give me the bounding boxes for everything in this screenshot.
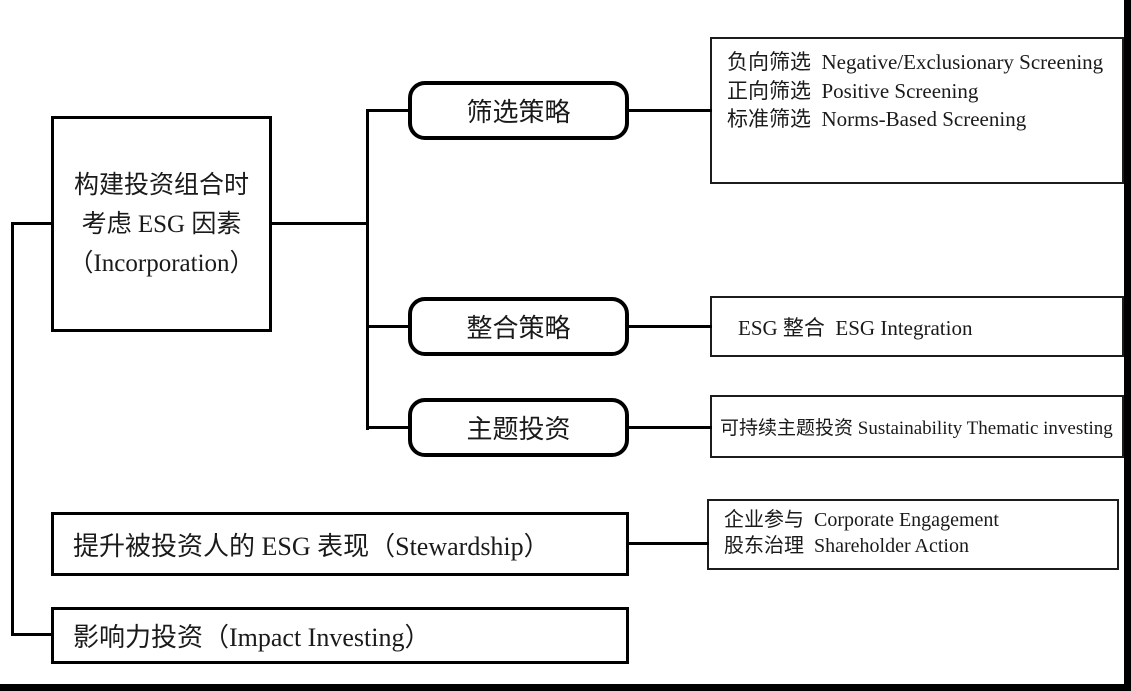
node-integration-strategy: 整合策略 — [408, 297, 629, 356]
connector-branch-to-thematic — [366, 426, 410, 429]
node-esg-incorporation-line2: 考虑 ESG 因素 — [81, 210, 242, 238]
node-thematic-strategy: 主题投资 — [408, 398, 629, 457]
node-stewardship-label: 提升被投资人的 ESG 表现（Stewardship） — [73, 531, 550, 561]
connector-branch-vertical — [366, 109, 369, 430]
node-stewardship-detail: 企业参与 Corporate Engagement 股东治理 Sharehold… — [707, 499, 1119, 570]
node-screening-detail-line3: 标准筛选 Norms-Based Screening — [727, 107, 1027, 131]
node-integration-detail-line1: ESG 整合 ESG Integration — [738, 315, 973, 340]
node-stewardship-detail-line2: 股东治理 Shareholder Action — [724, 535, 969, 557]
connector-branch-to-integration — [366, 325, 410, 328]
node-screening-detail-line2: 正向筛选 Positive Screening — [727, 78, 979, 103]
connector-incorporation-to-branch — [270, 222, 369, 225]
page-bottom-border — [0, 684, 1131, 691]
node-esg-incorporation: 构建投资组合时 考虑 ESG 因素 （Incorporation） — [51, 116, 272, 332]
node-stewardship: 提升被投资人的 ESG 表现（Stewardship） — [51, 512, 629, 576]
node-esg-incorporation-line3: （Incorporation） — [68, 249, 255, 277]
page-right-border — [1124, 0, 1131, 691]
node-impact-investing: 影响力投资（Impact Investing） — [51, 607, 629, 664]
node-thematic-detail: 可持续主题投资 Sustainability Thematic investin… — [710, 395, 1124, 458]
node-impact-investing-label: 影响力投资（Impact Investing） — [73, 623, 431, 652]
node-integration-strategy-label: 整合策略 — [466, 314, 571, 343]
node-esg-incorporation-line1: 构建投资组合时 — [73, 171, 249, 199]
node-screening-detail-line1: 负向筛选 Negative/Exclusionary Screening — [727, 50, 1104, 74]
connector-thematic-to-detail — [627, 426, 712, 429]
connector-branch-to-screening — [366, 109, 410, 112]
connector-stewardship-to-detail — [627, 542, 709, 545]
connector-left-bracket-vertical — [11, 222, 14, 636]
connector-integration-to-detail — [627, 325, 712, 328]
connector-screening-to-detail — [627, 109, 712, 112]
connector-left-bracket-to-impact — [11, 633, 53, 636]
node-integration-detail: ESG 整合 ESG Integration — [710, 296, 1124, 357]
connector-left-bracket-to-incorporation — [11, 222, 53, 225]
node-screening-strategy-label: 筛选策略 — [466, 98, 571, 127]
node-screening-strategy: 筛选策略 — [408, 81, 629, 140]
node-thematic-strategy-label: 主题投资 — [466, 415, 571, 444]
node-stewardship-detail-line1: 企业参与 Corporate Engagement — [724, 509, 999, 531]
node-thematic-detail-line1: 可持续主题投资 Sustainability Thematic investin… — [720, 418, 1113, 439]
node-screening-detail: 负向筛选 Negative/Exclusionary Screening 正向筛… — [710, 37, 1124, 184]
